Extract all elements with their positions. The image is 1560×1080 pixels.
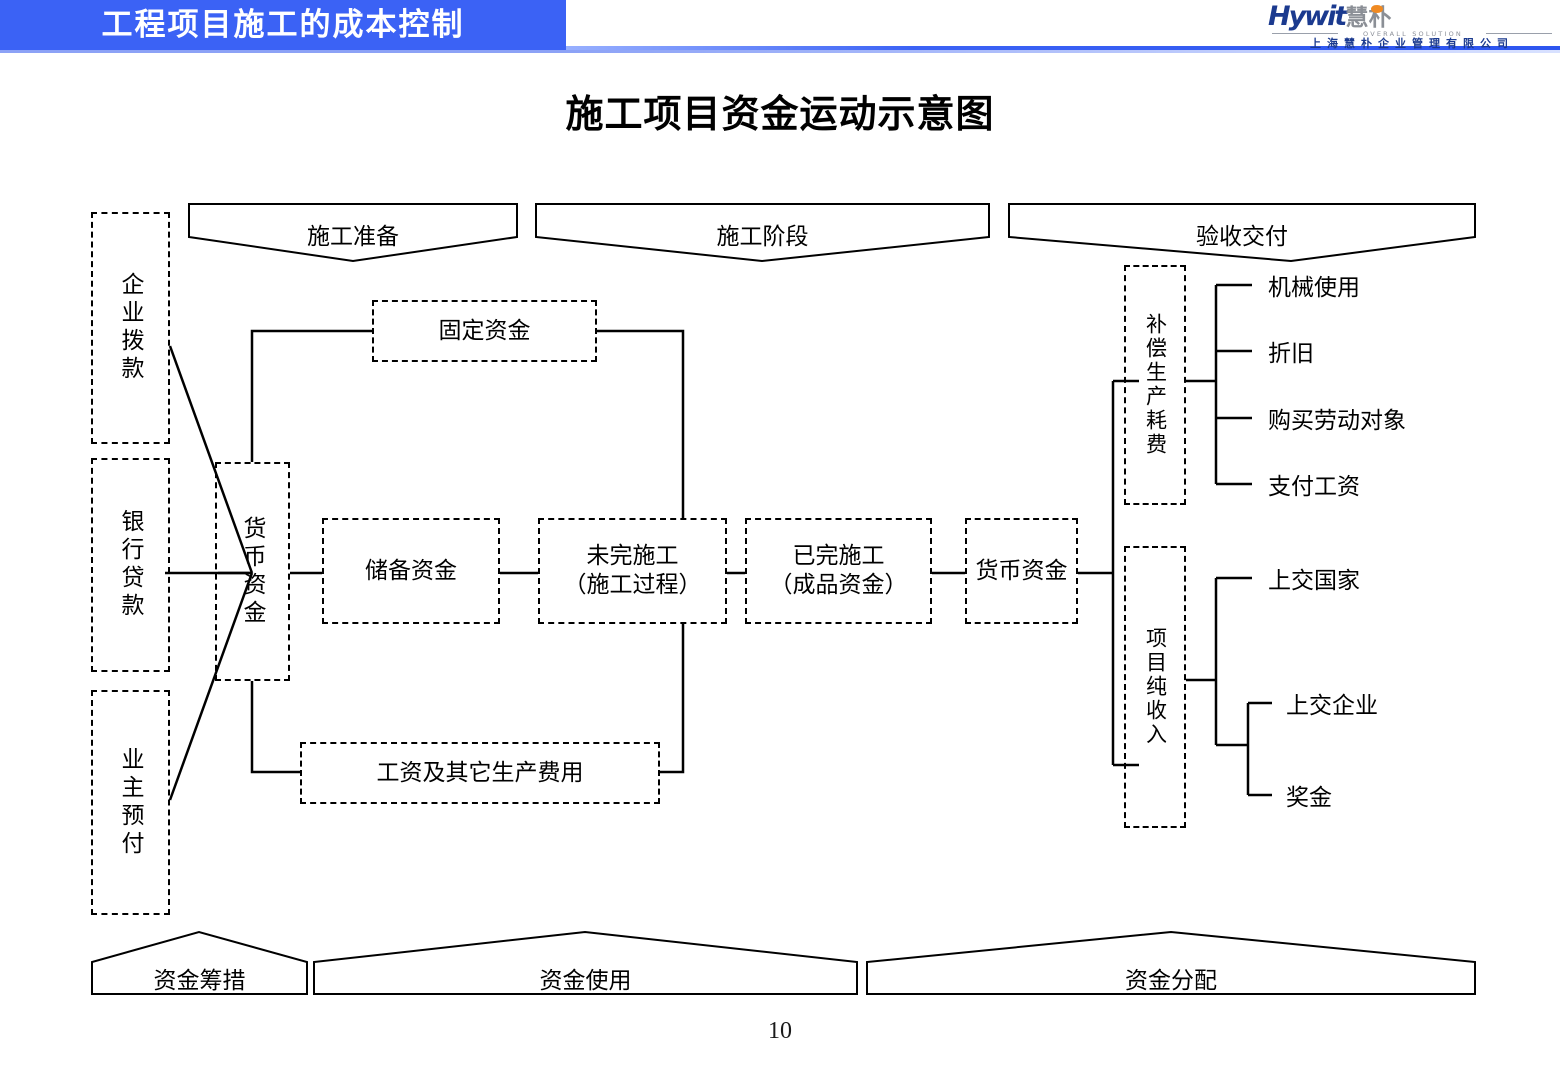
top-banner-construction-stage: 施工阶段 — [535, 203, 990, 263]
fund-label-wages: 工资及其它生产费用 — [376, 759, 584, 785]
logo-divider-left — [1272, 33, 1338, 34]
bottom-banner-fund-distribution: 资金分配 — [866, 930, 1476, 995]
net-income-item-0: 上交国家 — [1268, 568, 1360, 593]
compensation-item-0: 机械使用 — [1268, 275, 1360, 300]
source-box-owner-prepayment: 业主预付 — [91, 690, 170, 915]
logo-divider-right — [1486, 33, 1552, 34]
bottom-banner-fund-use: 资金使用 — [313, 930, 858, 995]
compensation-item-2: 购买劳动对象 — [1268, 408, 1406, 433]
top-banner-label-2: 验收交付 — [1196, 224, 1288, 249]
source-label-0: 企业拨款 — [118, 272, 143, 384]
bottom-banner-label-1: 资金使用 — [539, 968, 632, 993]
diagram-title: 施工项目资金运动示意图 — [565, 94, 995, 136]
page-number: 10 — [768, 1018, 792, 1044]
logo-company-name: 上海慧朴企业管理有限公司 — [1310, 38, 1514, 50]
top-banner-acceptance-delivery: 验收交付 — [1008, 203, 1476, 263]
net-income-item-2: 奖金 — [1286, 785, 1332, 810]
compensation-item-3: 支付工资 — [1268, 474, 1360, 499]
fund-box-fixed: 固定资金 — [372, 300, 597, 362]
source-box-bank-loan: 银行贷款 — [91, 458, 170, 672]
bottom-banner-label-2: 资金分配 — [1125, 968, 1217, 993]
fund-box-reserve: 储备资金 — [322, 518, 500, 624]
logo-wordmark: Hywit慧朴 — [1268, 2, 1556, 32]
fund-box-wages-and-other-costs: 工资及其它生产费用 — [300, 742, 660, 804]
fund-box-monetary-left: 货币资金 — [215, 462, 290, 681]
logo-tagline: OVERALL SOLUTION — [1363, 30, 1463, 38]
logo-wordmark-text: Hywit — [1268, 1, 1347, 32]
bottom-banner-label-0: 资金筹措 — [153, 968, 246, 993]
header-rule-right — [566, 46, 1560, 50]
distribution-box-compensation: 补偿生产耗费 — [1124, 265, 1186, 505]
header-blue-block — [0, 0, 566, 50]
net-income-item-1: 上交企业 — [1286, 693, 1378, 718]
fund-box-completed-work: 已完施工 （成品资金） — [745, 518, 932, 624]
compensation-item-1: 折旧 — [1268, 341, 1314, 366]
logo-wordmark-cn: 慧朴 — [1345, 5, 1392, 31]
fund-label-wip-line2: （施工过程） — [563, 572, 702, 597]
header-title: 工程项目施工的成本控制 — [101, 7, 465, 42]
distribution-label-compensation: 补偿生产耗费 — [1143, 313, 1168, 457]
fund-box-work-in-progress: 未完施工 （施工过程） — [538, 518, 727, 624]
source-label-1: 银行贷款 — [118, 509, 143, 621]
logo-dot-icon — [1371, 5, 1383, 13]
bottom-banner-fund-raising: 资金筹措 — [91, 930, 308, 995]
source-label-2: 业主预付 — [118, 746, 143, 859]
top-banner-construction-prep: 施工准备 — [188, 203, 518, 263]
company-logo: Hywit慧朴 OVERALL SOLUTION 上海慧朴企业管理有限公司 — [1268, 2, 1556, 50]
header-rule-bottom — [0, 50, 1560, 53]
fund-label-done-line2: （成品资金） — [769, 572, 908, 597]
distribution-box-net-income: 项目纯收入 — [1124, 546, 1186, 828]
distribution-label-net-income: 项目纯收入 — [1143, 627, 1168, 747]
fund-label-monetary-right-line1: 货币资金 — [975, 557, 1068, 583]
fund-box-monetary-right: 货币资金 — [965, 518, 1078, 624]
source-box-enterprise-allocation: 企业拨款 — [91, 212, 170, 444]
top-banner-label-1: 施工阶段 — [716, 224, 809, 249]
top-banner-label-0: 施工准备 — [307, 224, 399, 249]
fund-label-done-line1: 已完施工 — [792, 543, 885, 569]
fund-label-monetary-left: 货币资金 — [240, 515, 265, 628]
fund-label-fixed: 固定资金 — [438, 317, 531, 343]
fund-label-wip-line1: 未完施工 — [586, 543, 679, 569]
fund-label-reserve: 储备资金 — [365, 557, 457, 583]
